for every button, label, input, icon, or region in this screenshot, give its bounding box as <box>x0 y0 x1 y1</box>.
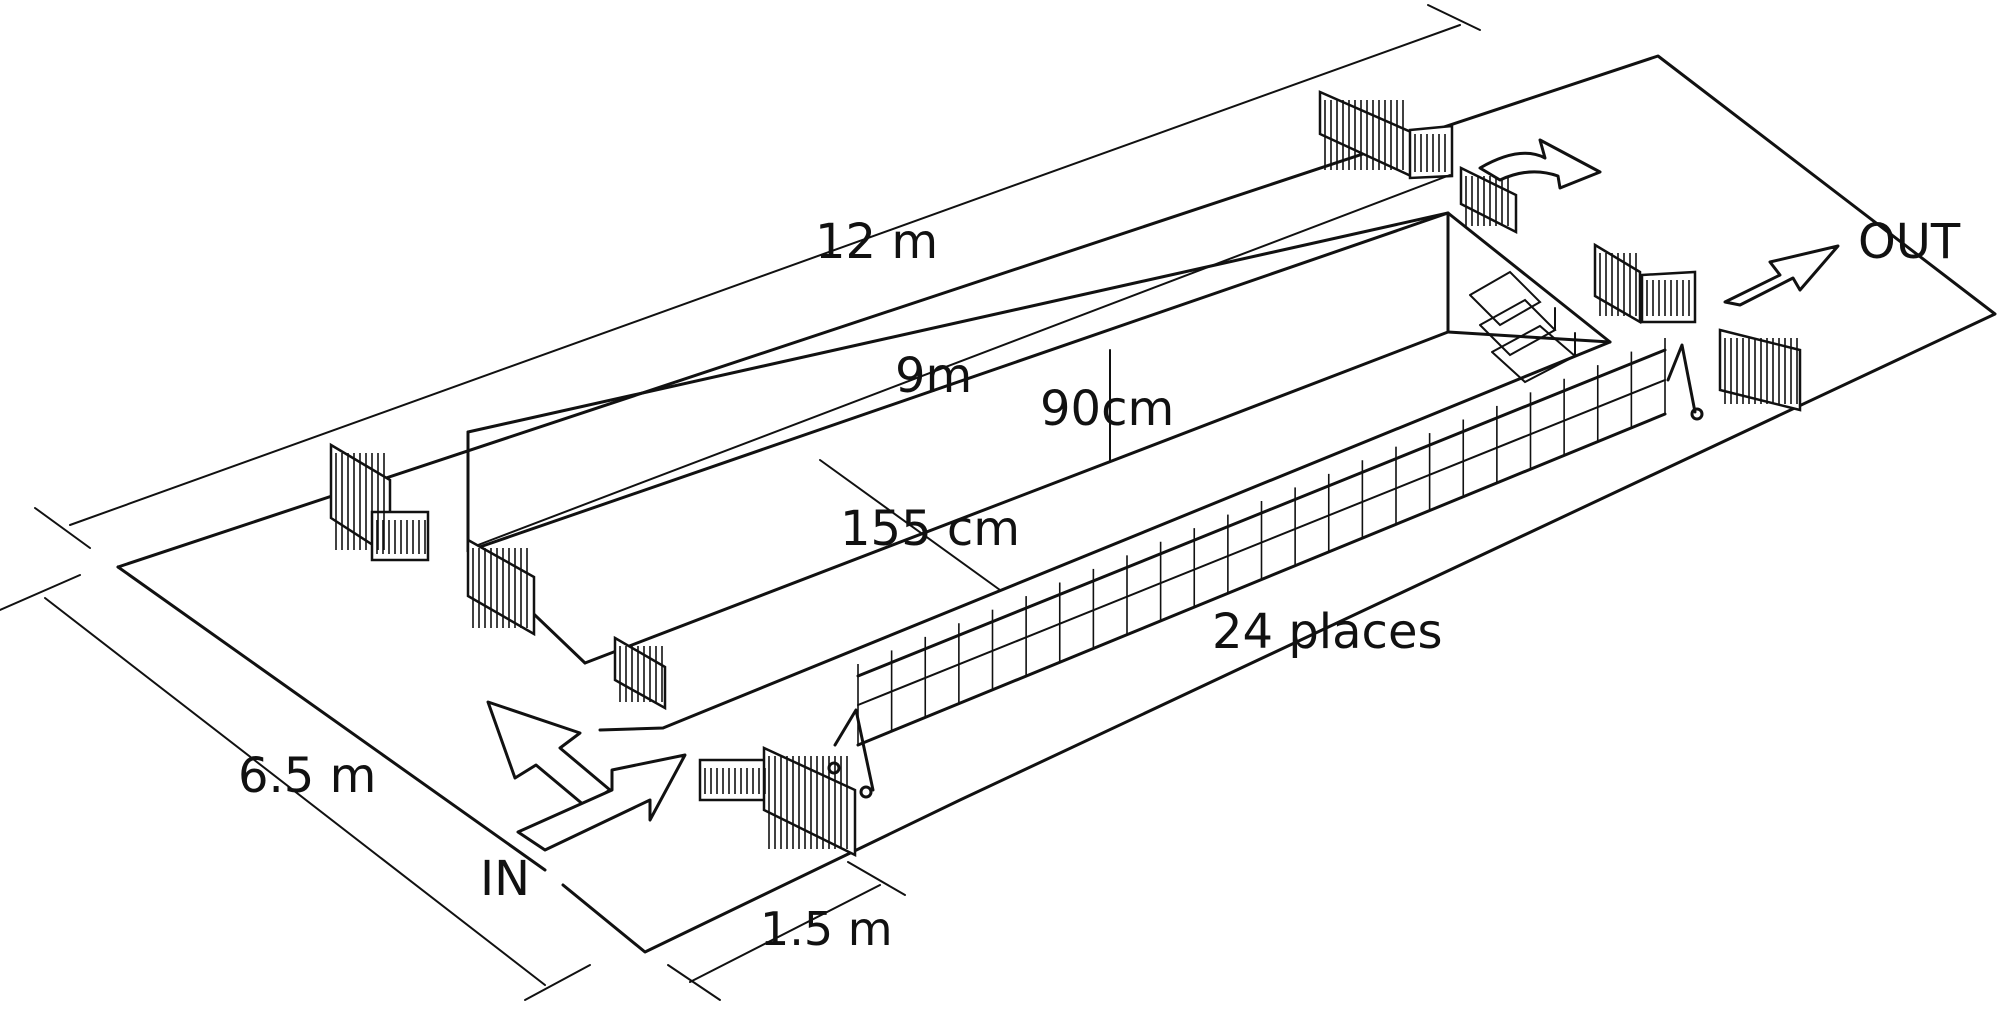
bath-basin <box>466 211 1612 732</box>
dim-walkway-line <box>689 884 881 983</box>
outer-site-left-edge <box>116 565 547 872</box>
dim-inner-width-line <box>819 459 1001 591</box>
outer-site-outline <box>116 54 1997 954</box>
dimension-lines <box>0 4 1481 1001</box>
label-entrance: IN <box>480 851 530 907</box>
label-inner-width: 155 cm <box>840 501 1020 557</box>
label-walkway: 1.5 m <box>760 902 893 956</box>
curved-arrow-icon <box>1478 138 1602 190</box>
steps-icon <box>1469 270 1577 384</box>
label-capacity: 24 places <box>1212 604 1442 660</box>
railing-icon <box>827 338 1704 799</box>
label-inner-length: 9m <box>895 348 972 404</box>
label-depth: 90cm <box>1040 381 1174 437</box>
out-arrow-icon <box>1723 244 1840 307</box>
dim-outer-length-line <box>69 24 1461 526</box>
label-exit: OUT <box>1858 214 1961 270</box>
in-arrow-icon <box>486 700 687 852</box>
fence-panel-icon <box>329 90 1802 858</box>
label-outer-length: 12 m <box>815 214 938 270</box>
dim-outer-width-line <box>44 597 546 986</box>
label-outer-width: 6.5 m <box>238 748 376 804</box>
dim-inner-length-line <box>477 174 1451 546</box>
